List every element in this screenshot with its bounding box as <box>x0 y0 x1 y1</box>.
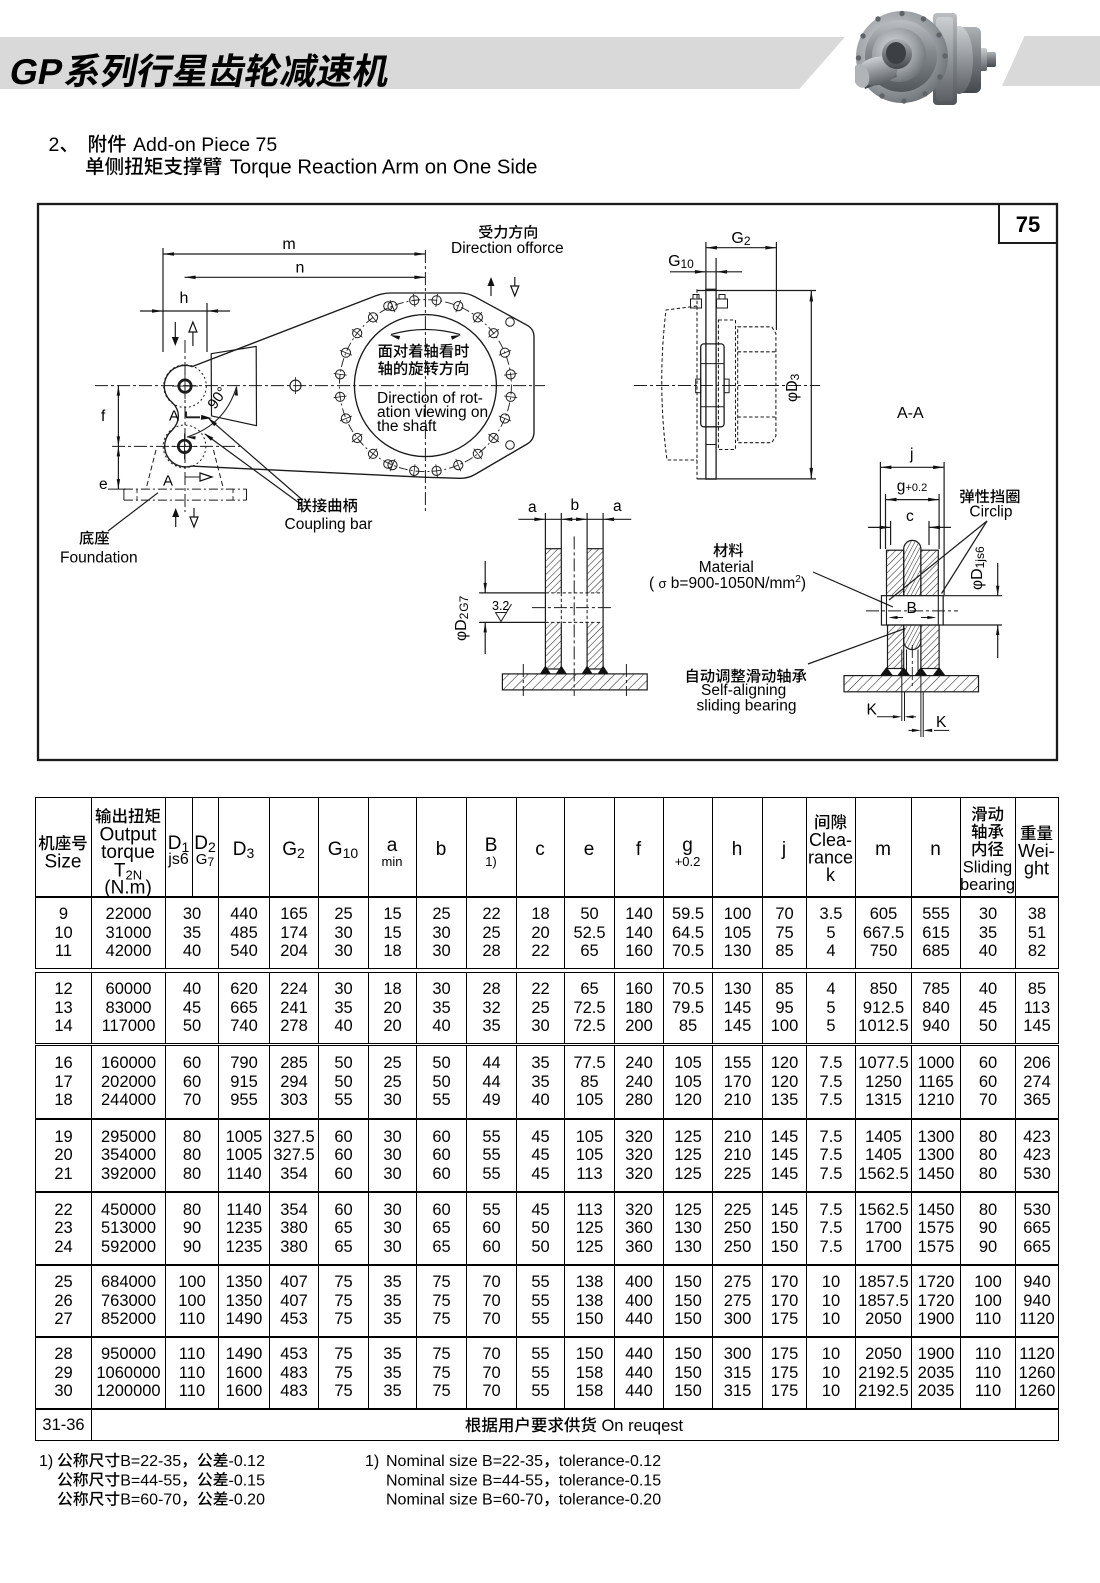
svg-text:tolerance-0.20: tolerance-0.20 <box>559 1492 661 1509</box>
svg-text:σ: σ <box>659 576 667 591</box>
svg-text:B=60-70: B=60-70 <box>120 1492 181 1509</box>
svg-text:a: a <box>613 498 622 515</box>
svg-text:Nominal size B=44-55: Nominal size B=44-55 <box>386 1472 543 1489</box>
svg-text:D: D <box>784 380 801 392</box>
svg-text:-0.12: -0.12 <box>229 1453 266 1470</box>
svg-text:e: e <box>99 476 108 493</box>
svg-text:Foundation: Foundation <box>60 550 138 567</box>
svg-text:ation viewing on: ation viewing on <box>377 404 488 421</box>
svg-text:1): 1) <box>365 1453 384 1470</box>
svg-text:Self-aligning: Self-aligning <box>701 682 786 699</box>
svg-text:2: 2 <box>744 234 751 248</box>
svg-text:the shaft: the shaft <box>377 418 437 435</box>
svg-text:φ: φ <box>453 631 470 641</box>
svg-text:+0.2: +0.2 <box>906 482 928 494</box>
svg-text:Coupling bar: Coupling bar <box>285 516 373 533</box>
svg-text:K: K <box>936 714 947 731</box>
svg-text:g: g <box>897 478 906 495</box>
svg-text:h: h <box>180 290 189 307</box>
svg-text:3.2: 3.2 <box>492 599 509 613</box>
svg-text:): ) <box>801 575 806 592</box>
svg-text:2: 2 <box>795 574 801 585</box>
svg-text:js6: js6 <box>973 546 987 563</box>
svg-text:b=900-1050N/mm: b=900-1050N/mm <box>667 575 796 592</box>
svg-text:75: 75 <box>1016 212 1040 237</box>
svg-text:Circlip: Circlip <box>969 504 1012 521</box>
svg-text:D: D <box>453 619 470 631</box>
svg-text:Nominal size B=60-70: Nominal size B=60-70 <box>386 1492 543 1509</box>
svg-text:(: ( <box>649 575 658 592</box>
svg-text:-0.20: -0.20 <box>229 1492 266 1509</box>
svg-text:Direction offorce: Direction offorce <box>451 240 564 257</box>
svg-text:c: c <box>906 508 914 525</box>
svg-text:A-A: A-A <box>897 405 924 422</box>
svg-text:D: D <box>969 568 986 580</box>
svg-text:1): 1) <box>39 1453 58 1470</box>
svg-text:1: 1 <box>973 561 987 568</box>
svg-text:G7: G7 <box>457 595 471 611</box>
svg-text:tolerance-0.15: tolerance-0.15 <box>559 1472 661 1489</box>
svg-text:2: 2 <box>49 134 60 156</box>
svg-text:2: 2 <box>457 612 471 619</box>
svg-text:B=44-55: B=44-55 <box>120 1472 181 1489</box>
svg-text:A: A <box>163 473 173 490</box>
svg-text:m: m <box>282 236 295 253</box>
svg-text:tolerance-0.12: tolerance-0.12 <box>559 1453 661 1470</box>
svg-text:K: K <box>867 702 878 719</box>
svg-text:A: A <box>169 408 179 425</box>
svg-text:sliding bearing: sliding bearing <box>697 698 797 715</box>
svg-text:n: n <box>296 260 305 277</box>
svg-text:Direction of rot-: Direction of rot- <box>377 390 483 407</box>
svg-text:φ: φ <box>969 580 986 590</box>
svg-text:Nominal size B=22-35: Nominal size B=22-35 <box>386 1453 543 1470</box>
svg-text:Torque Reaction Arm on One Sid: Torque Reaction Arm on One Side <box>230 157 538 179</box>
svg-text:Material: Material <box>699 559 754 576</box>
svg-text:G: G <box>731 230 743 247</box>
svg-text:G: G <box>668 253 680 270</box>
svg-text:10: 10 <box>681 257 695 271</box>
svg-text:b: b <box>571 497 580 514</box>
svg-text:GP: GP <box>6 51 66 92</box>
svg-text:Add-on Piece 75: Add-on Piece 75 <box>133 134 277 156</box>
svg-text:φ: φ <box>784 392 801 402</box>
svg-text:B=22-35: B=22-35 <box>120 1453 181 1470</box>
svg-text:f: f <box>101 408 106 425</box>
svg-text:a: a <box>528 499 537 516</box>
svg-text:-0.15: -0.15 <box>229 1472 266 1489</box>
svg-text:3: 3 <box>788 373 802 380</box>
svg-text:B: B <box>907 600 917 617</box>
svg-text:j: j <box>909 446 913 463</box>
